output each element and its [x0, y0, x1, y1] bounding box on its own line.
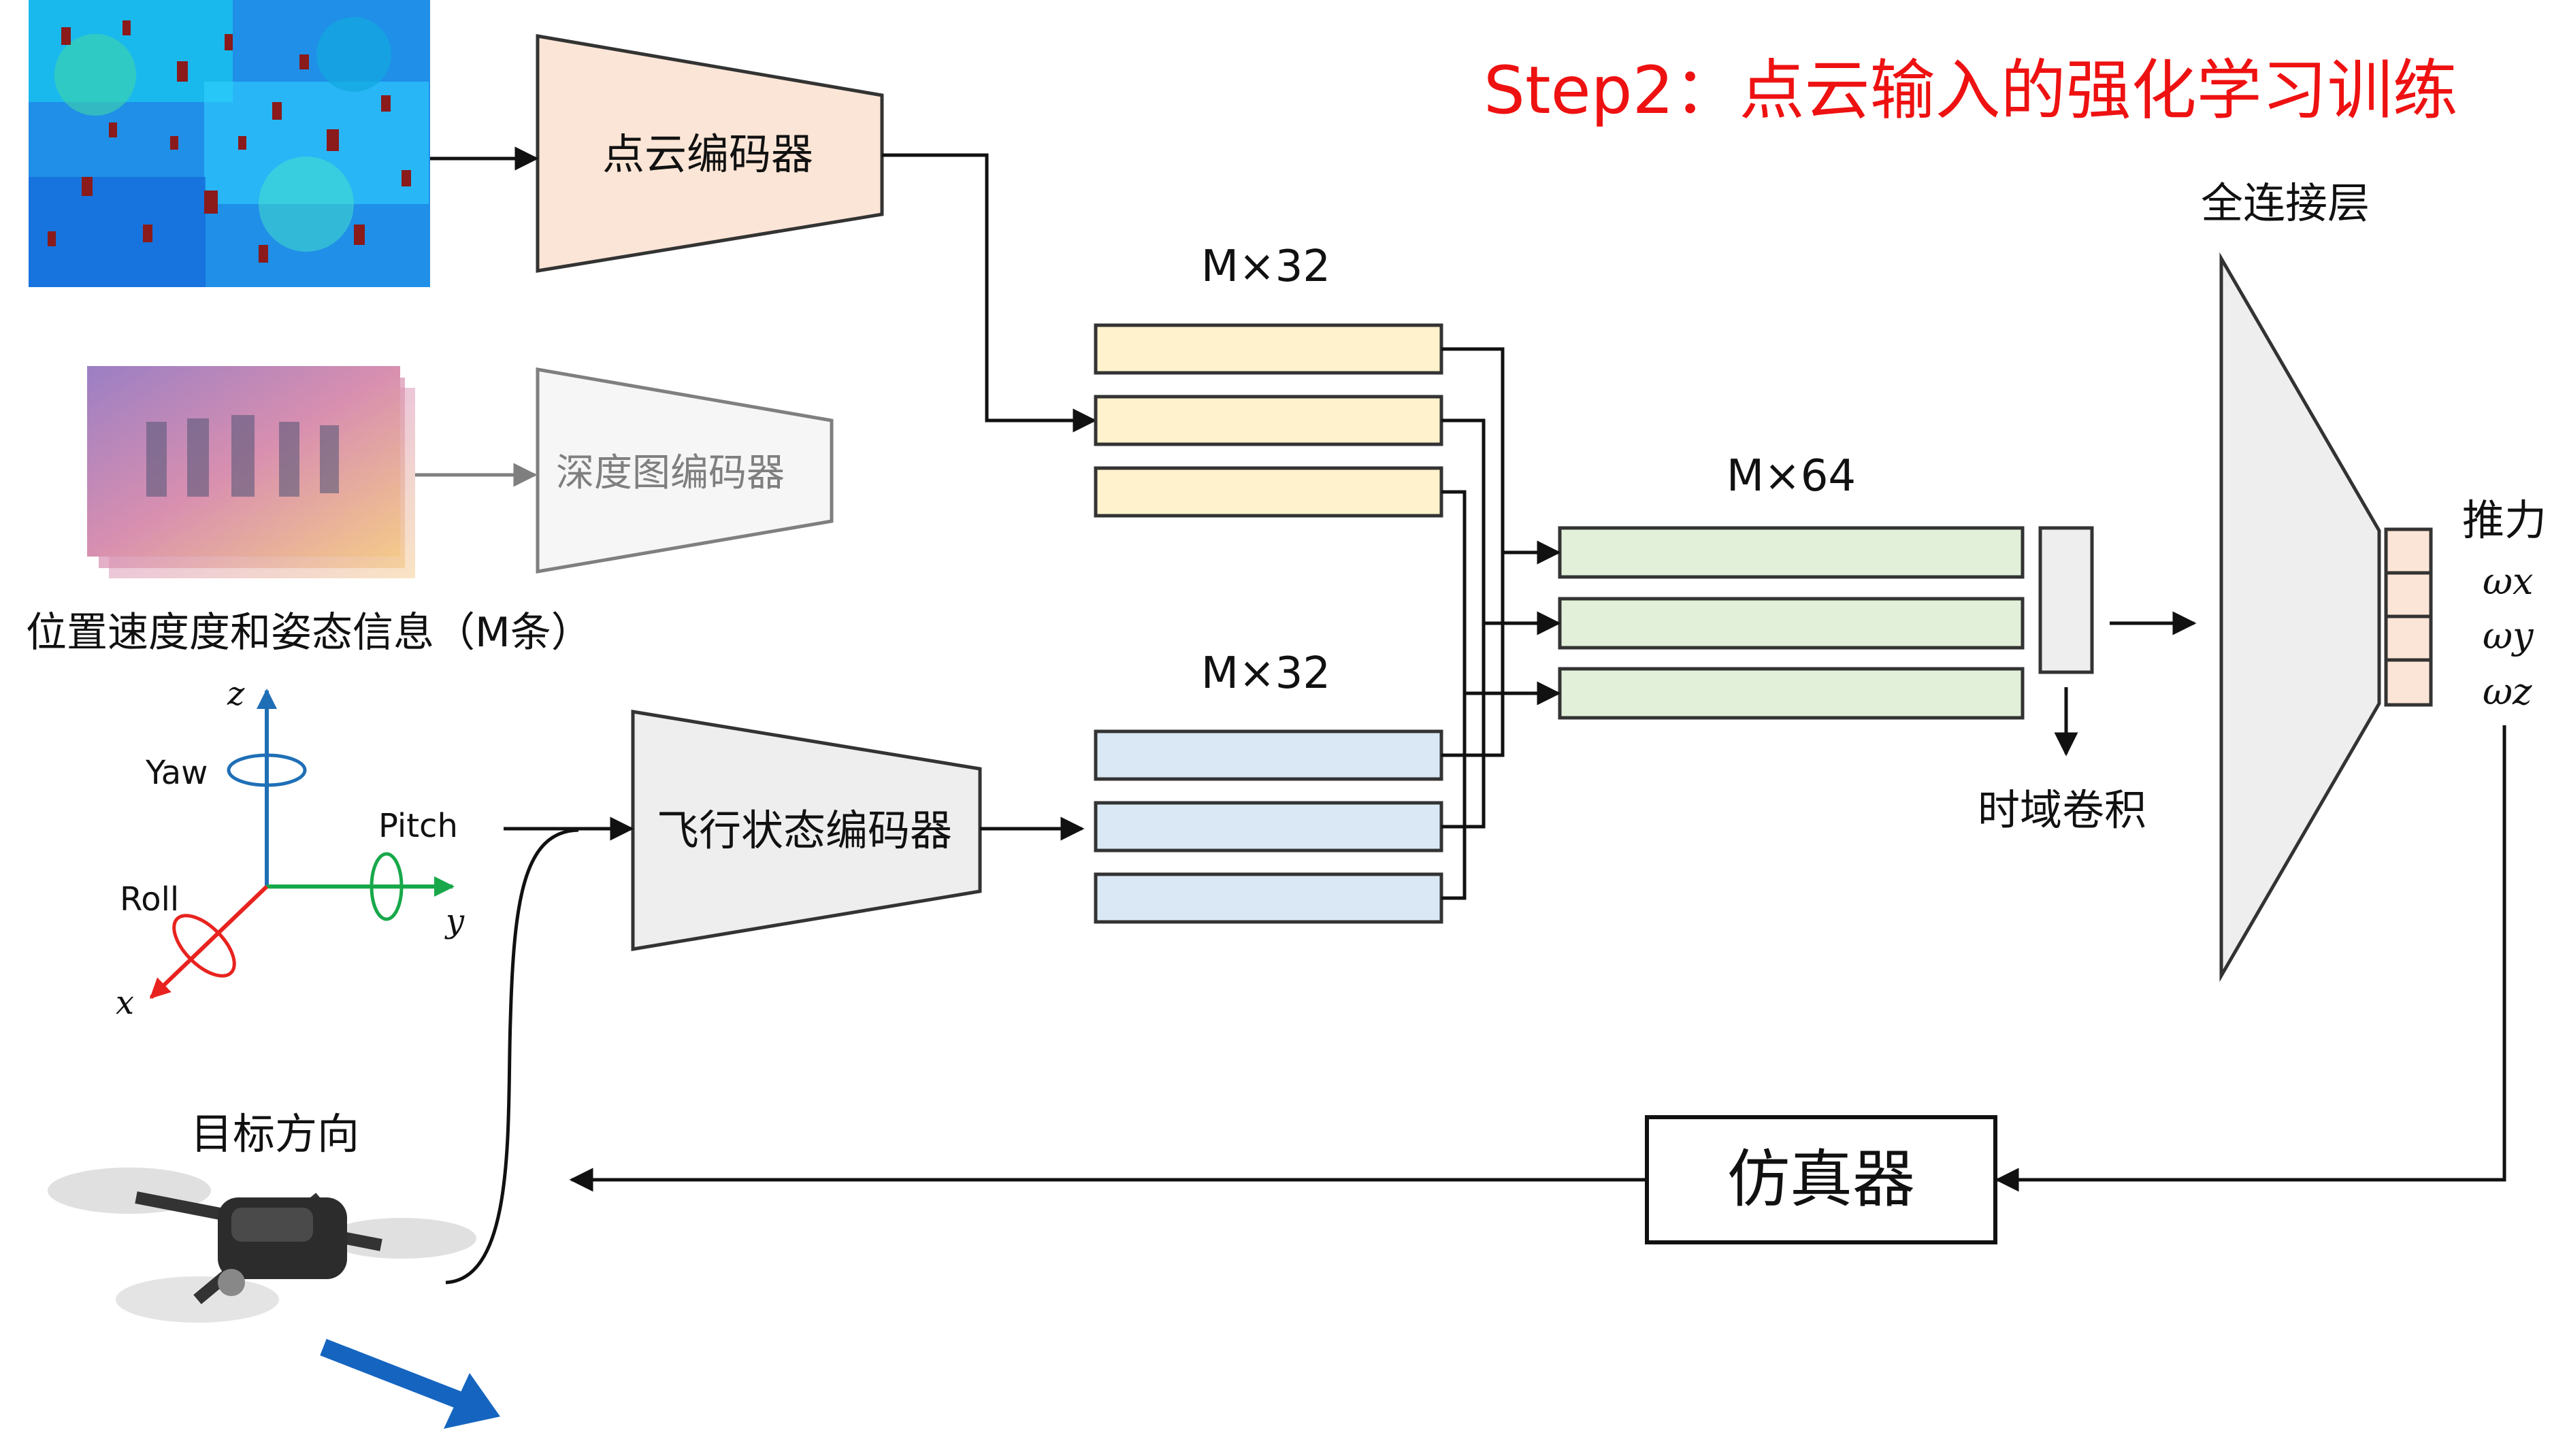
point-cloud-image: [29, 0, 430, 287]
drone-icon: [48, 1168, 476, 1323]
feature-bar-concat-2: [1558, 597, 2025, 650]
omega-z-label: ωz: [2483, 670, 2532, 713]
feature-bar-top-2: [1094, 395, 1443, 446]
axis-x-label: x: [116, 984, 135, 1022]
yaw-label: Yaw: [146, 754, 208, 792]
omega-y-label: ωy: [2483, 614, 2534, 657]
depth-image-stack: [87, 366, 415, 578]
state-info-label: 位置速度度和姿态信息（M条）: [26, 609, 592, 657]
fc-layer-label: 全连接层: [2200, 178, 2370, 228]
temporal-conv-label: 时域卷积: [1977, 785, 2147, 835]
thrust-label: 推力: [2462, 495, 2547, 545]
target-direction-label: 目标方向: [190, 1109, 360, 1159]
feature-bar-concat-1: [1558, 526, 2025, 579]
page-title: Step2：点云输入的强化学习训练: [1484, 52, 2458, 129]
feature-dim-concat: M×64: [1726, 451, 1857, 501]
temporal-conv-block: [2038, 526, 2094, 674]
feature-bar-bottom-3: [1094, 872, 1443, 924]
feature-bar-bottom-2: [1094, 801, 1443, 853]
axes-diagram: [149, 689, 455, 999]
feature-dim-bottom: M×32: [1200, 648, 1331, 699]
point-cloud-encoder-label: 点云编码器: [602, 129, 814, 179]
feature-bar-bottom-1: [1094, 729, 1443, 781]
depth-encoder: [536, 367, 834, 574]
simulator-label: 仿真器: [1727, 1143, 1916, 1216]
roll-label: Roll: [120, 880, 180, 919]
fc-layer: [2219, 252, 2381, 982]
flight-state-encoder: [631, 710, 982, 951]
omega-x-label: ωx: [2483, 560, 2534, 603]
pitch-label: Pitch: [378, 807, 458, 845]
depth-encoder-label: 深度图编码器: [556, 451, 785, 495]
point-cloud-encoder: [536, 34, 884, 273]
target-direction-arrow: [444, 1373, 500, 1429]
axis-y-label: y: [446, 902, 465, 940]
feature-bar-top-1: [1094, 323, 1443, 375]
feature-bar-top-3: [1094, 466, 1443, 518]
simulator-box: [1645, 1115, 1997, 1244]
feature-dim-top: M×32: [1200, 242, 1331, 292]
axis-z-label: z: [227, 675, 245, 713]
feature-bar-concat-3: [1558, 667, 2025, 720]
output-vector: [2384, 527, 2433, 707]
flight-state-encoder-label: 飞行状态编码器: [656, 806, 953, 855]
